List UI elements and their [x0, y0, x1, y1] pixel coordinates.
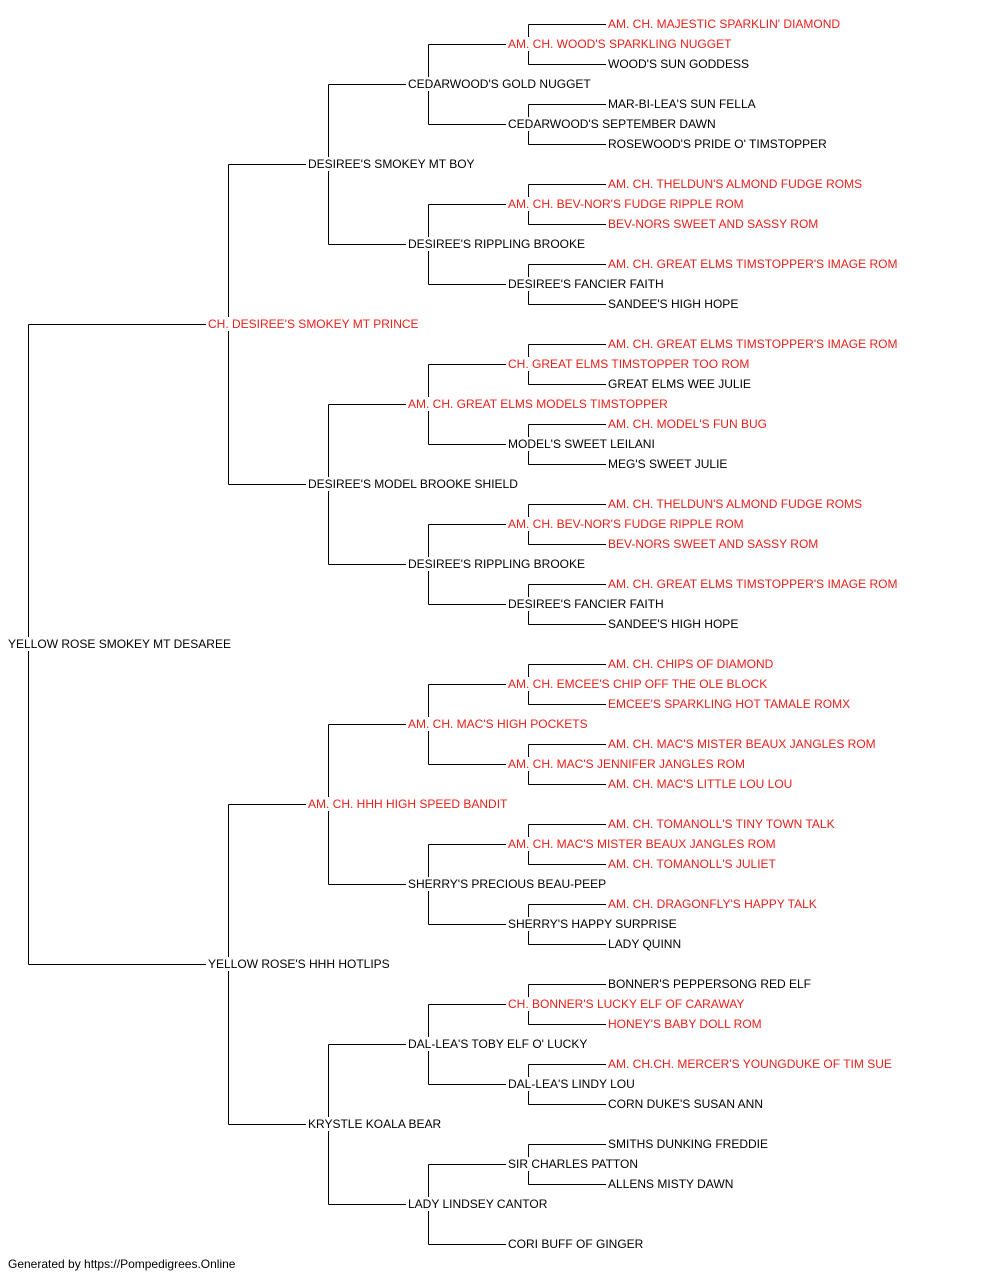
- pedigree-node: DESIREE'S MODEL BROOKE SHIELD: [308, 477, 518, 491]
- pedigree-node: DESIREE'S RIPPLING BROOKE: [408, 557, 586, 571]
- pedigree-node: AM. CH. THELDUN'S ALMOND FUDGE ROMS: [608, 177, 863, 191]
- pedigree-node: AM. CH. MAJESTIC SPARKLIN' DIAMOND: [608, 17, 841, 31]
- generated-by-footer: Generated by https://Pompedigrees.Online: [8, 1257, 236, 1271]
- pedigree-node: DESIREE'S FANCIER FAITH: [508, 597, 664, 611]
- pedigree-node: AM. CH. THELDUN'S ALMOND FUDGE ROMS: [608, 497, 863, 511]
- pedigree-node: AM. CH. TOMANOLL'S JULIET: [608, 857, 776, 871]
- pedigree-node: MAR-BI-LEA'S SUN FELLA: [608, 97, 756, 111]
- pedigree-node: BEV-NORS SWEET AND SASSY ROM: [608, 217, 819, 231]
- pedigree-node: YELLOW ROSE SMOKEY MT DESAREE: [8, 637, 231, 651]
- pedigree-node: AM. CH. BEV-NOR'S FUDGE RIPPLE ROM: [508, 517, 744, 531]
- pedigree-node: CEDARWOOD'S GOLD NUGGET: [408, 77, 591, 91]
- pedigree-node: AM. CH. GREAT ELMS TIMSTOPPER'S IMAGE RO…: [608, 257, 898, 271]
- pedigree-node: AM. CH. DRAGONFLY'S HAPPY TALK: [608, 897, 817, 911]
- pedigree-node: BEV-NORS SWEET AND SASSY ROM: [608, 537, 819, 551]
- pedigree-node: LADY QUINN: [608, 937, 682, 951]
- pedigree-node: SANDEE'S HIGH HOPE: [608, 617, 739, 631]
- pedigree-node: SHERRY'S HAPPY SURPRISE: [508, 917, 677, 931]
- pedigree-node: CH. DESIREE'S SMOKEY MT PRINCE: [208, 317, 419, 331]
- pedigree-node: LADY LINDSEY CANTOR: [408, 1197, 548, 1211]
- pedigree-node: AM. CH. MAC'S MISTER BEAUX JANGLES ROM: [508, 837, 776, 851]
- pedigree-node: YELLOW ROSE'S HHH HOTLIPS: [208, 957, 390, 971]
- pedigree-node: DAL-LEA'S LINDY LOU: [508, 1077, 635, 1091]
- pedigree-node: AM. CH. GREAT ELMS TIMSTOPPER'S IMAGE RO…: [608, 337, 898, 351]
- pedigree-node: KRYSTLE KOALA BEAR: [308, 1117, 442, 1131]
- pedigree-node: ROSEWOOD'S PRIDE O' TIMSTOPPER: [608, 137, 827, 151]
- pedigree-node: GREAT ELMS WEE JULIE: [608, 377, 751, 391]
- pedigree-node: WOOD'S SUN GODDESS: [608, 57, 749, 71]
- pedigree-node: AM. CH. MODEL'S FUN BUG: [608, 417, 767, 431]
- pedigree-node: MEG'S SWEET JULIE: [608, 457, 728, 471]
- pedigree-node: SIR CHARLES PATTON: [508, 1157, 639, 1171]
- pedigree-node: CORN DUKE'S SUSAN ANN: [608, 1097, 763, 1111]
- pedigree-node: SMITHS DUNKING FREDDIE: [608, 1137, 769, 1151]
- pedigree-node: AM. CH. EMCEE'S CHIP OFF THE OLE BLOCK: [508, 677, 768, 691]
- pedigree-node: AM. CH. GREAT ELMS MODELS TIMSTOPPER: [408, 397, 668, 411]
- pedigree-node: AM. CH. TOMANOLL'S TINY TOWN TALK: [608, 817, 835, 831]
- pedigree-node: AM. CH. MAC'S JENNIFER JANGLES ROM: [508, 757, 745, 771]
- pedigree-node: ALLENS MISTY DAWN: [608, 1177, 734, 1191]
- pedigree-node: AM. CH. WOOD'S SPARKLING NUGGET: [508, 37, 732, 51]
- pedigree-node: AM. CH.CH. MERCER'S YOUNGDUKE OF TIM SUE: [608, 1057, 892, 1071]
- pedigree-node: SHERRY'S PRECIOUS BEAU-PEEP: [408, 877, 607, 891]
- pedigree-node: AM. CH. MAC'S MISTER BEAUX JANGLES ROM: [608, 737, 876, 751]
- pedigree-node: AM. CH. GREAT ELMS TIMSTOPPER'S IMAGE RO…: [608, 577, 898, 591]
- pedigree-node: AM. CH. BEV-NOR'S FUDGE RIPPLE ROM: [508, 197, 744, 211]
- pedigree-node: DESIREE'S SMOKEY MT BOY: [308, 157, 475, 171]
- pedigree-node: AM. CH. MAC'S LITTLE LOU LOU: [608, 777, 793, 791]
- pedigree-node: DESIREE'S FANCIER FAITH: [508, 277, 664, 291]
- pedigree-node: CEDARWOOD'S SEPTEMBER DAWN: [508, 117, 716, 131]
- pedigree-node: DESIREE'S RIPPLING BROOKE: [408, 237, 586, 251]
- pedigree-node: HONEY'S BABY DOLL ROM: [608, 1017, 762, 1031]
- pedigree-node: AM. CH. HHH HIGH SPEED BANDIT: [308, 797, 508, 811]
- pedigree-node: MODEL'S SWEET LEILANI: [508, 437, 655, 451]
- pedigree-node: CH. GREAT ELMS TIMSTOPPER TOO ROM: [508, 357, 750, 371]
- pedigree-node: AM. CH. MAC'S HIGH POCKETS: [408, 717, 588, 731]
- pedigree-node: BONNER'S PEPPERSONG RED ELF: [608, 977, 812, 991]
- pedigree-node: AM. CH. CHIPS OF DIAMOND: [608, 657, 774, 671]
- pedigree-node: CORI BUFF OF GINGER: [508, 1237, 644, 1251]
- pedigree-node: CH. BONNER'S LUCKY ELF OF CARAWAY: [508, 997, 745, 1011]
- pedigree-node: DAL-LEA'S TOBY ELF O' LUCKY: [408, 1037, 588, 1051]
- pedigree-node: EMCEE'S SPARKLING HOT TAMALE ROMX: [608, 697, 851, 711]
- pedigree-node: SANDEE'S HIGH HOPE: [608, 297, 739, 311]
